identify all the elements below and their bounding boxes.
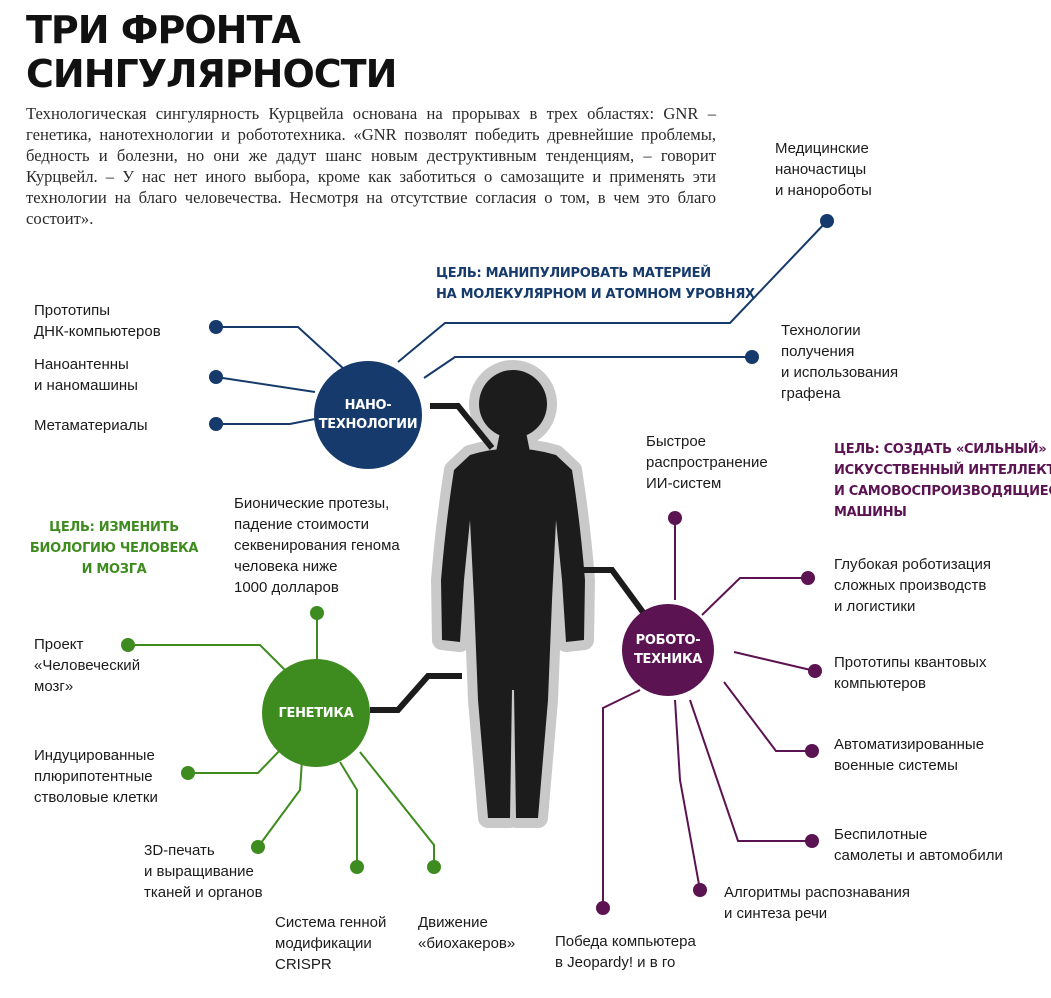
gen-dot-3d-print — [251, 840, 265, 854]
robo-body-connector — [570, 567, 648, 617]
gen-body-connector — [370, 673, 462, 713]
robo-dot-robotization — [801, 571, 815, 585]
robo-dot-quantum — [808, 664, 822, 678]
nano-goal: ЦЕЛЬ: МАНИПУЛИРОВАТЬ МАТЕРИЕЙ НА МОЛЕКУЛ… — [436, 266, 755, 302]
nano-item-metamaterials: Метаматериалы — [34, 417, 148, 434]
nano-dot-nanoantennas — [209, 370, 223, 384]
gen-dot-biohackers — [427, 860, 441, 874]
nano-hub-label: НАНО- ТЕХНОЛОГИИ — [318, 398, 418, 432]
nano-dot-metamaterials — [209, 417, 223, 431]
gen-dot-human-brain — [121, 638, 135, 652]
gen-goal: ЦЕЛЬ: ИЗМЕНИТЬ БИОЛОГИЮ ЧЕЛОВЕКА И МОЗГА — [29, 520, 199, 577]
gen-dot-stem-cells — [181, 766, 195, 780]
nano-dot-medical-nanoparticles — [820, 214, 834, 228]
nano-dot-graphene — [745, 350, 759, 364]
robo-goal: ЦЕЛЬ: СОЗДАТЬ «СИЛЬНЫЙ» ИСКУССТВЕННЫЙ ИН… — [834, 442, 1051, 520]
nano-body-connector — [430, 403, 495, 450]
nano-hub-circle — [314, 361, 422, 469]
gen-item-biohackers: Движение«биохакеров» — [418, 914, 516, 952]
robo-hub-circle — [622, 604, 714, 696]
robo-hub-label: РОБОТО- ТЕХНИКА — [633, 633, 703, 667]
title-line-1: ТРИ ФРОНТА — [26, 8, 301, 52]
robo-dot-jeopardy — [596, 901, 610, 915]
robo-dot-speech — [693, 883, 707, 897]
human-silhouette — [431, 360, 595, 828]
nano-dot-dna-computers — [209, 320, 223, 334]
title-line-2: СИНГУЛЯРНОСТИ — [26, 52, 397, 96]
robo-dot-autonomous — [805, 834, 819, 848]
gen-dot-bionic — [310, 606, 324, 620]
gen-hub-label: ГЕНЕТИКА — [278, 706, 354, 721]
intro-paragraph: Технологическая сингулярность Курцвейла … — [26, 104, 716, 228]
page-title: ТРИ ФРОНТА СИНГУЛЯРНОСТИ — [26, 8, 397, 96]
gen-dot-crispr — [350, 860, 364, 874]
robo-dot-military — [805, 744, 819, 758]
gen-hub-circle — [262, 659, 370, 767]
robo-dot-ai-spread — [668, 511, 682, 525]
